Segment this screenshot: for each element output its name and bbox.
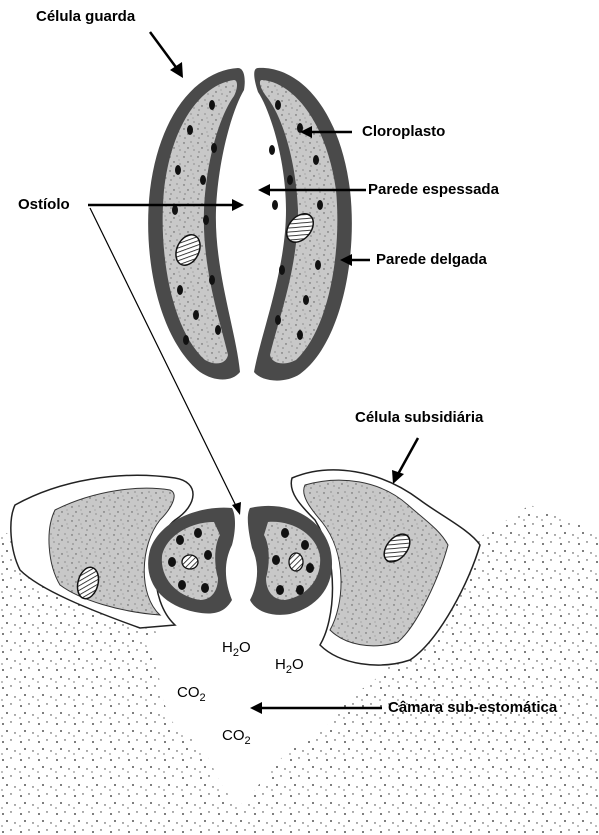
section-right-nucleus (289, 553, 303, 571)
section-left-nucleus (182, 555, 198, 569)
cross-section (0, 470, 599, 835)
molecule-co2-b: CO2 (222, 727, 251, 747)
arrow-subsidiary-cell (397, 438, 418, 476)
molecule-h2o-b: H2O (275, 656, 304, 676)
molecule-co2-a: CO2 (177, 684, 206, 704)
guard-cells-top-view (148, 68, 352, 381)
label-thin-wall: Parede delgada (376, 251, 487, 269)
label-substomatal-chamber: Câmara sub-estomática (388, 699, 557, 717)
label-guard-cell: Célula guarda (36, 8, 135, 26)
arrow-guard-cell (150, 32, 178, 70)
label-chloroplast: Cloroplasto (362, 123, 445, 141)
arrowhead-thick-wall (258, 184, 270, 196)
arrowhead-guard-cell (170, 62, 183, 78)
label-thick-wall: Parede espessada (368, 181, 499, 199)
label-ostiole: Ostíolo (18, 196, 70, 214)
label-subsidiary-cell: Célula subsidiária (355, 409, 483, 427)
molecule-h2o-a: H2O (222, 639, 251, 659)
arrowhead-subsidiary-cell (392, 470, 404, 484)
ostiole-pore (237, 196, 251, 300)
